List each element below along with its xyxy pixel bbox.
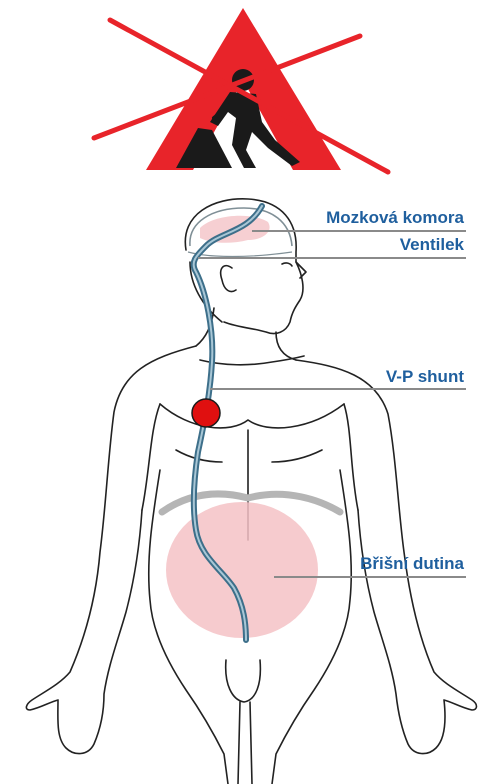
shunt-marker-dot xyxy=(192,399,220,427)
body-outline xyxy=(26,199,476,784)
no-roadwork-sign-icon xyxy=(94,8,388,172)
neck-right xyxy=(276,332,296,360)
label-abdomen: Břišní dutina xyxy=(360,554,464,573)
leg-split xyxy=(238,702,252,784)
label-valve: Ventilek xyxy=(400,235,465,254)
ear-outline xyxy=(221,266,236,292)
label-shunt: V-P shunt xyxy=(386,367,464,386)
rib-right xyxy=(272,450,322,462)
chest-line xyxy=(160,404,344,428)
torso-right xyxy=(344,404,358,510)
torso-left xyxy=(142,404,160,510)
eye-outline xyxy=(282,263,292,266)
groin-outline xyxy=(226,660,261,702)
label-ventricle: Mozková komora xyxy=(326,208,464,227)
